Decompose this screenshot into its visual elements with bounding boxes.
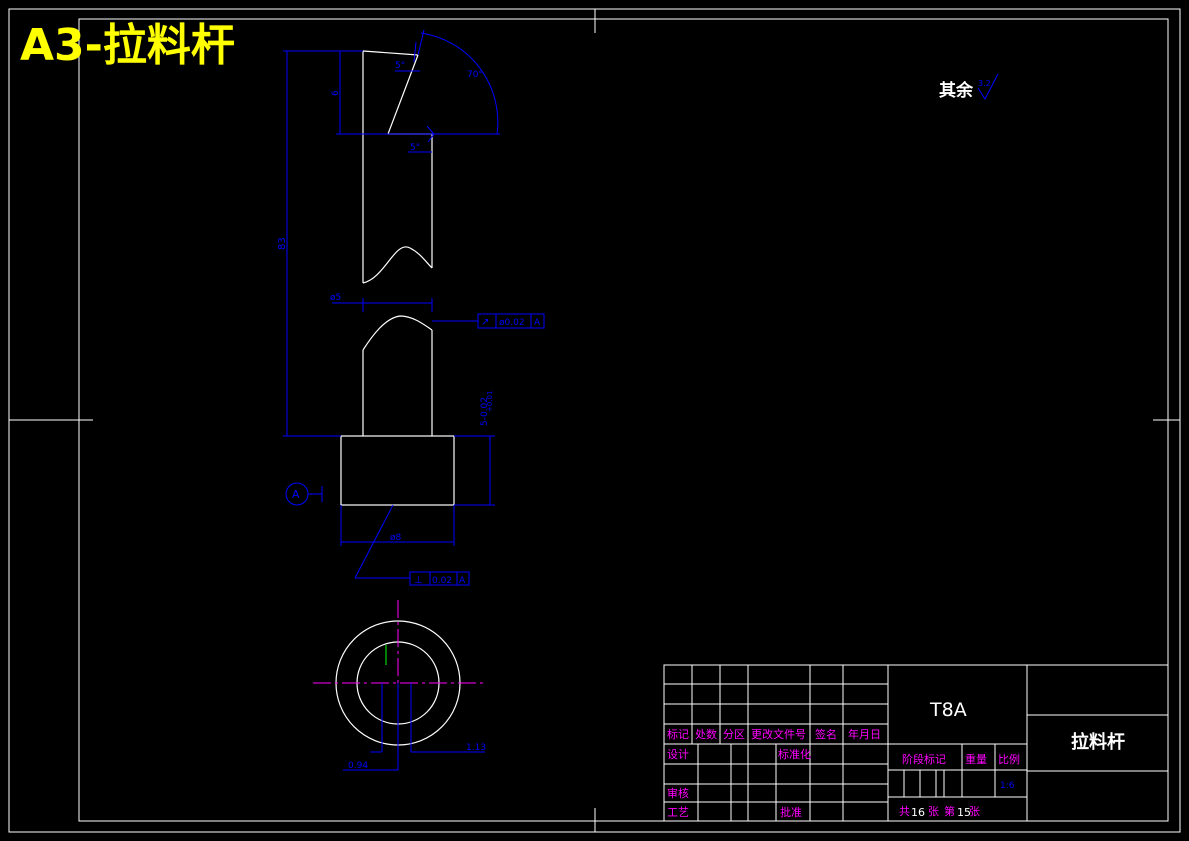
dim-shaft-diameter: ø5 (330, 293, 341, 303)
label-design: 设计 (667, 748, 689, 761)
material-label: T8A (929, 699, 967, 721)
sheet-total: 16 (911, 806, 925, 819)
sheet-count: 共 16 张 第 15 张 (899, 804, 980, 819)
outer-frame (8, 8, 1181, 833)
sheet-title: A3-拉料杆 (20, 20, 235, 71)
end-view (313, 600, 485, 771)
runout-datum: A (534, 318, 541, 328)
scale-value: 1:6 (1000, 781, 1015, 791)
sheet-index-unit: 张 (969, 805, 980, 818)
label-standardize: 标准化 (778, 747, 811, 761)
header-zone: 分区 (723, 728, 745, 741)
header-count: 处数 (695, 728, 717, 741)
dim-base-height-tol: +0.01 (486, 391, 494, 412)
dim-inner-offset: 0.94 (348, 761, 368, 771)
sheet-total-prefix: 共 (899, 805, 910, 818)
change-record-headers: 标记 处数 分区 更改文件号 签名 年月日 (667, 727, 881, 741)
header-mark: 标记 (667, 727, 689, 741)
dim-overall-length: 83 (277, 237, 288, 250)
label-weight: 重量 (965, 752, 987, 766)
label-process: 工艺 (667, 806, 689, 819)
perpendicular-symbol-icon: ⊥ (414, 575, 423, 586)
dim-angle-bottom: 5° (410, 143, 420, 153)
header-signature: 签名 (815, 727, 837, 741)
runout-value: ø0.02 (499, 318, 525, 328)
label-stage-mark: 阶段标记 (902, 752, 946, 766)
dim-angle-arc: 70° (467, 70, 483, 80)
sheet-index: 15 (957, 806, 971, 819)
dim-outer-offset: 1.13 (466, 743, 486, 753)
label-review: 审核 (667, 786, 689, 800)
runout-symbol-icon: ↗ (481, 317, 489, 328)
dimension-lines (283, 29, 500, 579)
tolerance-frame-runout (477, 313, 545, 329)
roughness-note: 其余 (939, 80, 974, 101)
header-date: 年月日 (848, 727, 881, 741)
header-change-doc: 更改文件号 (751, 727, 806, 741)
dim-head-height: 6 (331, 90, 341, 96)
dim-base-diameter: ø8 (390, 533, 402, 543)
label-scale: 比例 (998, 752, 1020, 766)
part-name-label: 拉料杆 (1071, 731, 1125, 753)
datum-label: A (292, 488, 300, 501)
dim-angle-top: 5° (395, 61, 405, 71)
roughness-value: 3.2 (978, 79, 991, 88)
dim-base-height: 5-0.02 (480, 397, 490, 426)
centering-marks (9, 9, 1180, 832)
sheet-index-prefix: 第 (944, 804, 955, 818)
inner-frame (78, 18, 1169, 822)
perpendicular-datum: A (459, 576, 466, 586)
tolerance-frame-perpendicular (409, 571, 470, 586)
label-approve: 批准 (780, 805, 802, 819)
roughness-symbol-icon (977, 73, 999, 100)
part-outline (340, 50, 455, 506)
sheet-unit: 张 (928, 805, 939, 818)
perpendicular-value: 0.02 (432, 576, 452, 586)
title-block (663, 664, 1169, 822)
